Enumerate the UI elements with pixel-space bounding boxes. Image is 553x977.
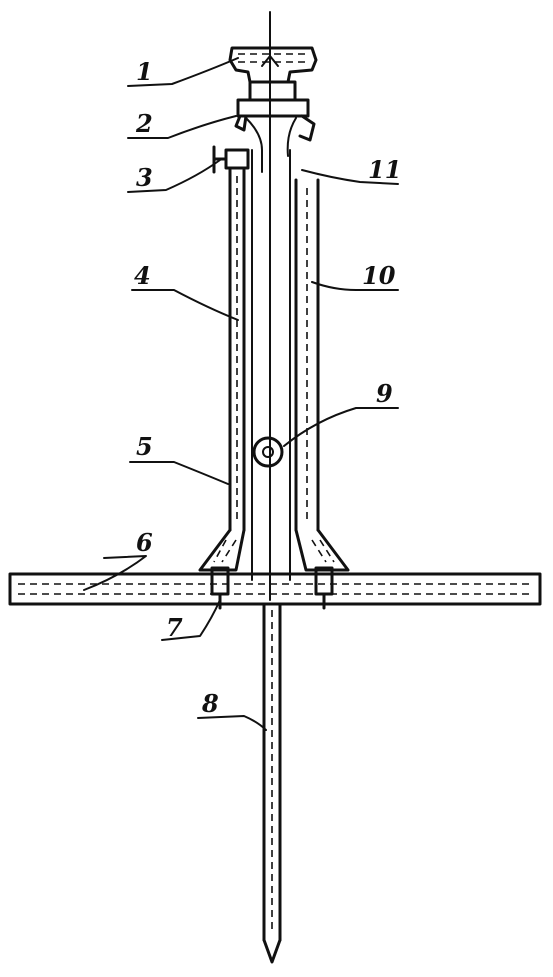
leader-lines <box>83 57 399 731</box>
top-cap <box>228 46 318 102</box>
base-gussets <box>198 528 350 572</box>
outer-tube <box>228 168 320 532</box>
ground-spike <box>262 602 282 964</box>
label-5: 5 <box>136 432 153 461</box>
pin <box>252 436 284 468</box>
base-plate <box>8 572 542 606</box>
set-screw <box>212 145 250 174</box>
label-11: 11 <box>368 155 401 184</box>
label-10: 10 <box>362 261 396 290</box>
label-6: 6 <box>136 528 153 557</box>
collar-nut <box>234 98 316 173</box>
label-7: 7 <box>166 613 183 642</box>
label-8: 8 <box>201 689 219 718</box>
label-1: 1 <box>136 57 153 86</box>
label-3: 3 <box>136 163 153 192</box>
inner-rod <box>251 149 291 581</box>
label-2: 2 <box>135 109 153 138</box>
label-4: 4 <box>134 261 151 290</box>
label-9: 9 <box>376 379 393 408</box>
